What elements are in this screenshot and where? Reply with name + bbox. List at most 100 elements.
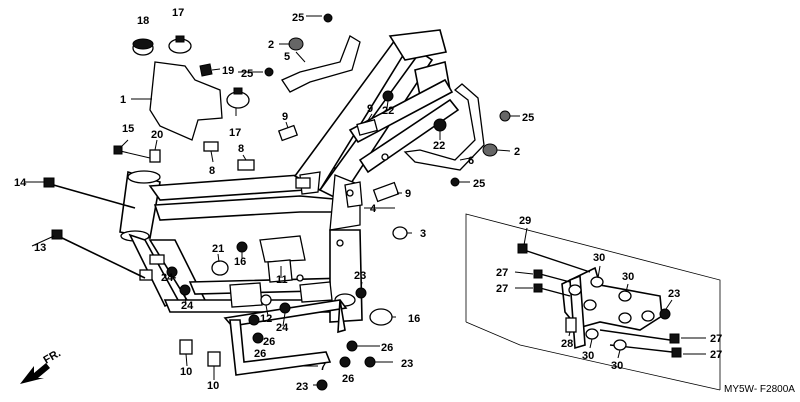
callout-19: 19 <box>222 65 234 77</box>
callout-30-b: 30 <box>622 271 634 283</box>
bolt-25-right <box>499 110 511 122</box>
callout-30-c: 30 <box>582 350 594 362</box>
callout-15: 15 <box>122 123 134 135</box>
callout-27-d: 27 <box>710 349 722 361</box>
callout-24-c: 24 <box>276 322 289 334</box>
grommet-2-top <box>288 37 304 51</box>
callout-25-left: 25 <box>241 68 253 80</box>
callout-23-a: 23 <box>354 270 366 282</box>
callout-22-center: 22 <box>382 105 394 117</box>
hose-clamp-17b <box>226 87 250 109</box>
nut-23-inset <box>659 308 671 320</box>
callout-17-top: 17 <box>172 7 184 19</box>
nut-22-right <box>433 118 447 132</box>
bolt-26-d <box>339 356 351 368</box>
small-parts <box>43 13 511 391</box>
callout-27-b: 27 <box>496 283 508 295</box>
nut-12 <box>260 294 272 306</box>
callout-24-b: 24 <box>181 300 194 312</box>
callout-16-left: 16 <box>234 256 246 268</box>
callout-26-a: 26 <box>263 336 275 348</box>
nut-24-b <box>179 284 191 296</box>
callout-4: 4 <box>370 203 377 215</box>
fitting-21 <box>211 260 229 276</box>
collar-3 <box>392 226 408 240</box>
bolt-26-b <box>252 332 264 344</box>
bolt-26-a <box>248 314 260 326</box>
nut-24-c <box>279 302 291 314</box>
nut-23-c <box>316 379 328 391</box>
callout-6: 6 <box>468 155 474 167</box>
callout-8-left: 8 <box>209 165 215 177</box>
direction-label: FR. <box>42 347 63 366</box>
hose-clamp-18 <box>132 38 154 56</box>
bracket-5 <box>281 35 361 93</box>
callout-22-right: 22 <box>433 140 445 152</box>
callout-9-b: 9 <box>367 103 373 115</box>
leader-lines <box>25 15 520 386</box>
callout-27-c: 27 <box>710 333 722 345</box>
callout-28: 28 <box>561 338 573 350</box>
callout-26-d: 26 <box>342 373 354 385</box>
bolt-26-c <box>346 340 358 352</box>
callout-11: 11 <box>276 274 288 286</box>
callout-18: 18 <box>137 15 149 27</box>
bolt-29-head <box>517 243 528 254</box>
callout-21: 21 <box>212 243 224 255</box>
callout-25-top: 25 <box>292 12 304 24</box>
callout-12: 12 <box>260 313 272 325</box>
nut-23-a <box>355 287 367 299</box>
callout-29: 29 <box>519 215 531 227</box>
arrow-icon <box>20 363 50 384</box>
callout-20: 20 <box>151 129 163 141</box>
callout-23-d: 23 <box>668 288 680 300</box>
rubber-9-a <box>277 124 299 142</box>
callout-26-c: 26 <box>381 342 393 354</box>
rubber-9-b <box>356 119 379 136</box>
mounting-plate-1 <box>149 61 223 141</box>
spacer-20 <box>149 149 161 163</box>
callout-27-a: 27 <box>496 267 508 279</box>
callout-25-lower: 25 <box>473 178 485 190</box>
grommet-2-right <box>482 143 498 157</box>
callout-9-c: 9 <box>405 188 411 200</box>
callout-25-right: 25 <box>522 112 534 124</box>
callout-10-right: 10 <box>207 380 219 392</box>
bolt-25-lower <box>450 177 460 187</box>
callout-10-left: 10 <box>180 366 192 378</box>
forward-direction-arrow: FR. <box>20 347 63 384</box>
callout-24-a: 24 <box>161 272 174 284</box>
inset-panel <box>465 213 721 391</box>
bolt-25-top <box>323 13 333 23</box>
callout-30-d: 30 <box>611 360 623 372</box>
callout-17-bottom: 17 <box>229 127 241 139</box>
callout-14: 14 <box>14 177 27 189</box>
callout-2-right: 2 <box>514 146 520 158</box>
callout-1: 1 <box>120 94 126 106</box>
callout-26-b: 26 <box>254 348 266 360</box>
callout-30-a: 30 <box>593 252 605 264</box>
diagram-code: MY5W- F2800A <box>724 384 795 395</box>
collar-8-a <box>203 141 219 152</box>
callout-7: 7 <box>320 361 326 373</box>
long-bolt-13 <box>57 235 146 279</box>
nut-22-center <box>382 90 394 102</box>
cap-16-right <box>369 308 393 326</box>
callout-numbers: 18 17 19 1 17 15 20 14 13 8 8 25 2 5 25 … <box>14 7 722 393</box>
nut-23-b <box>364 356 376 368</box>
cap-16-left <box>236 241 248 253</box>
callout-13: 13 <box>34 242 46 254</box>
callout-8-right: 8 <box>238 143 244 155</box>
callout-23-b: 23 <box>401 358 413 370</box>
long-bolt-14 <box>49 183 136 209</box>
callout-5: 5 <box>284 51 290 63</box>
hose-clamp-17 <box>168 35 192 54</box>
callout-23-c: 23 <box>296 381 308 393</box>
callout-16-right: 16 <box>408 313 420 325</box>
collar-8-b <box>237 159 255 171</box>
bracket-6 <box>403 83 485 171</box>
clip-19 <box>199 63 213 77</box>
callout-2-top: 2 <box>268 39 274 51</box>
callout-3: 3 <box>420 228 426 240</box>
